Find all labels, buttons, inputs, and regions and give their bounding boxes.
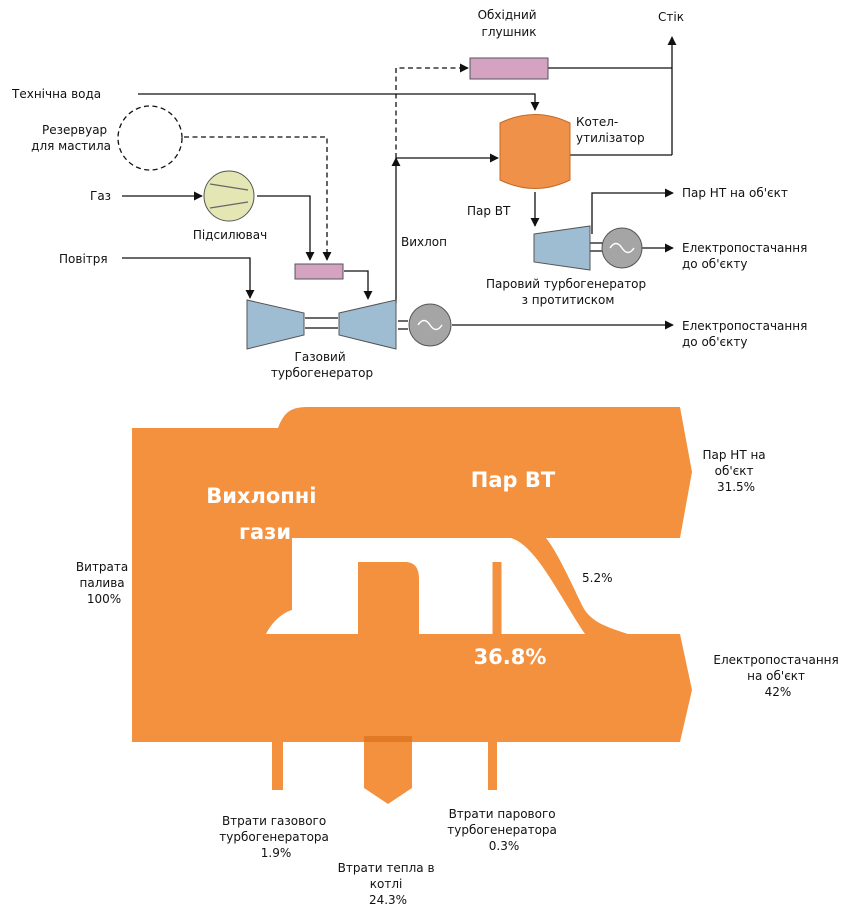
sankey-diagram: Вихлопні гази Пар ВТ 36.8% 5.2% Витрата … (76, 407, 842, 907)
gas-power-out-label: Електропостачання до об'єкту (682, 319, 811, 349)
sankey-gap (266, 538, 585, 634)
gas-label: Газ (90, 189, 111, 203)
steam-turbine-icon (533, 225, 591, 271)
gas-gen-shaft (398, 320, 408, 330)
booster-label: Підсилювач (193, 228, 267, 242)
gas-turbine-loss-label: Втрати газового турбогенератора 1.9% (219, 814, 332, 860)
steam-power-out-label: Електропостачання до об'єкту (682, 241, 811, 271)
process-water-label: Технічна вода (11, 87, 101, 101)
combustor-icon (294, 263, 344, 280)
oil-tank-label: Резервуар для мастила (31, 123, 111, 153)
flow-5-2-label: 5.2% (582, 571, 613, 585)
bypass-line (395, 63, 469, 158)
power-value-label: 36.8% (474, 645, 547, 669)
process-schematic: Обхідний глушник Стік Технічна вода Резе… (11, 8, 811, 380)
hp-steam-big-label: Пар ВТ (471, 468, 556, 492)
lp-steam-label: Пар НТ на об'єкт 31.5% (702, 448, 769, 494)
steam-gen-shaft (590, 242, 604, 252)
combustor-line (344, 270, 373, 300)
lp-steam-out-label: Пар НТ на об'єкт (682, 186, 788, 200)
exhaust-label: Вихлоп (401, 235, 447, 249)
boiler-loss-label: Втрати тепла в котлі 24.3% (338, 861, 439, 907)
boiler-loss-strip (364, 736, 412, 742)
gas-turbine-icon (338, 299, 397, 350)
oil-tank-icon (117, 105, 183, 171)
oil-line (184, 136, 332, 261)
steam-generator-icon (601, 227, 643, 269)
hrsg-boiler-icon (499, 114, 571, 189)
hrsg-label: Котел- утилізатор (576, 115, 645, 145)
steam-turbine-loss-label: Втрати парового турбогенератора 0.3% (447, 807, 560, 853)
steam-turbine-label: Паровий турбогенератор з протитиском (486, 277, 650, 307)
gas-turbine-label: Газовий турбогенератор (271, 350, 373, 380)
stack-label: Стік (658, 10, 684, 24)
flow-lines (122, 36, 677, 330)
hp-steam-label: Пар ВТ (467, 204, 511, 218)
air-label: Повітря (59, 252, 108, 266)
bypass-silencer-icon (469, 57, 549, 80)
process-water-line (138, 93, 540, 111)
air-line (122, 257, 255, 299)
power-label: Електропостачання на об'єкт 42% (713, 653, 842, 699)
lp-steam-line (591, 188, 674, 234)
compressor-icon (246, 299, 305, 350)
booster-line (257, 195, 315, 261)
bypass-silencer-label: Обхідний глушник (478, 8, 541, 39)
exhaust-gases-label: Вихлопні гази (206, 484, 324, 544)
fuel-label: Витрата палива 100% (76, 560, 132, 606)
gas-generator-icon (408, 303, 452, 347)
gas-shaft (305, 317, 338, 329)
booster-icon (203, 170, 255, 222)
